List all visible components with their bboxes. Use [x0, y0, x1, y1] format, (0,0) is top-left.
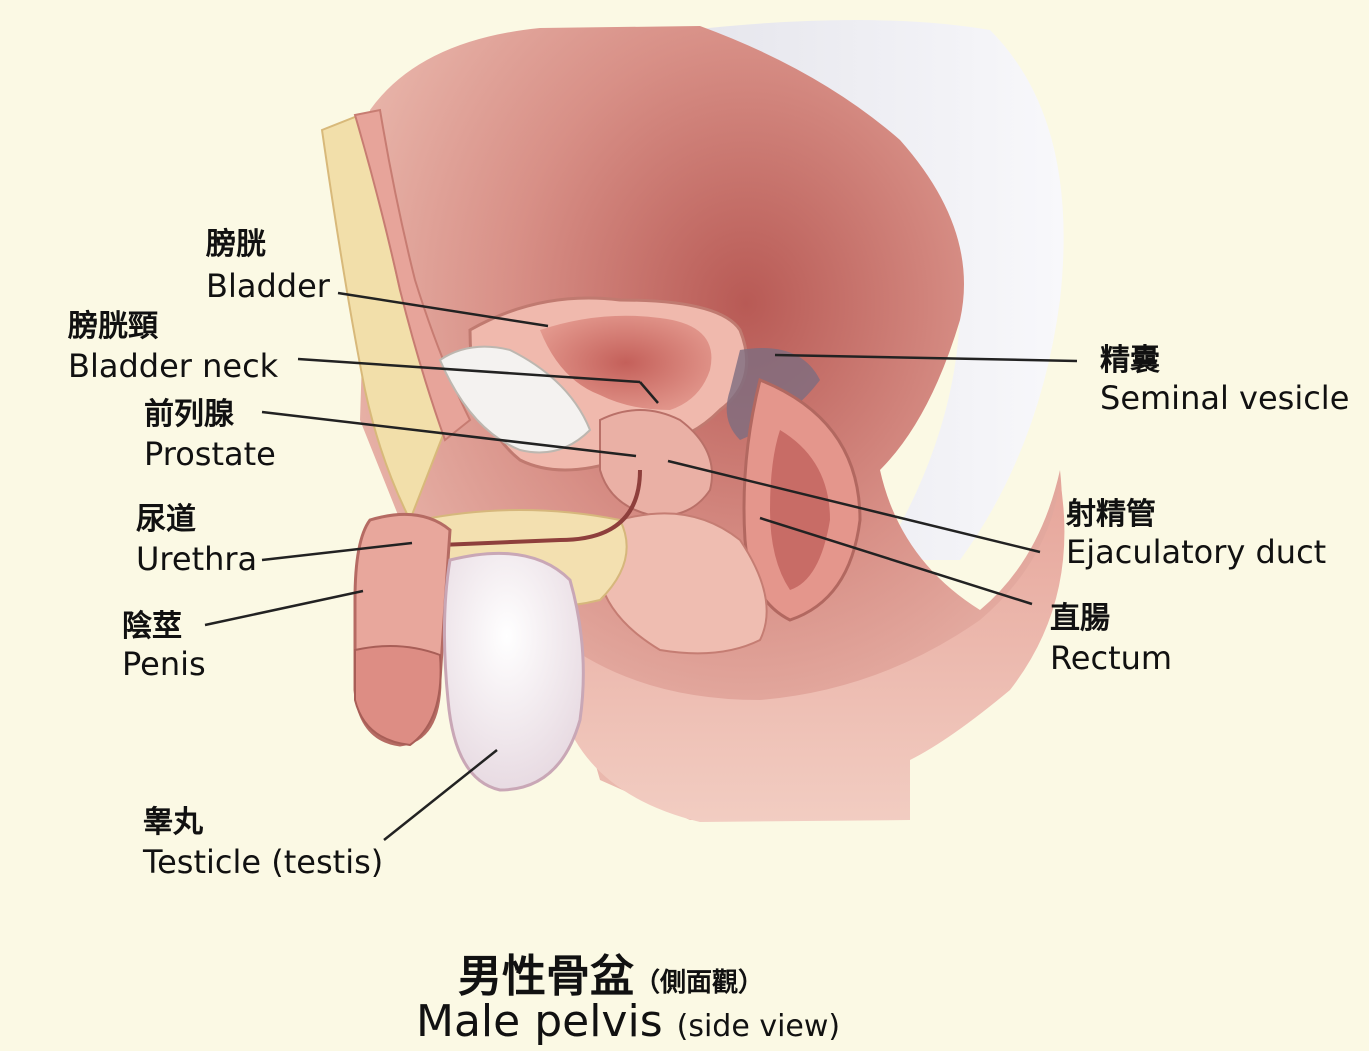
label-ejaculatory-duct-en: Ejaculatory duct — [1066, 536, 1326, 568]
caption-zh-main: 男性骨盆 — [458, 951, 634, 1002]
testis-shape — [444, 553, 583, 790]
caption-zh-sub: （側面觀） — [634, 968, 764, 998]
caption-chinese: 男性骨盆（側面觀） — [458, 940, 764, 1004]
label-seminal-vesicle-zh: 精囊 — [1100, 346, 1160, 376]
pelvis-illustration — [322, 20, 1064, 822]
label-urethra-zh: 尿道 — [136, 505, 196, 535]
label-bladder-zh: 膀胱 — [206, 230, 266, 260]
caption-en-main: Male pelvis — [416, 996, 663, 1047]
label-prostate-en: Prostate — [144, 438, 276, 470]
label-ejaculatory-duct-zh: 射精管 — [1066, 500, 1156, 530]
label-testicle-zh: 睾丸 — [143, 808, 203, 838]
label-penis-zh: 陰莖 — [122, 612, 182, 642]
label-bladder-neck-zh: 膀胱頸 — [68, 312, 158, 342]
label-testicle-en: Testicle (testis) — [143, 846, 383, 878]
caption-english: Male pelvis (side view) — [416, 996, 840, 1047]
label-rectum-zh: 直腸 — [1050, 604, 1110, 634]
label-bladder-en: Bladder — [206, 270, 330, 302]
caption-en-sub: (side view) — [677, 1009, 841, 1044]
label-urethra-en: Urethra — [136, 543, 257, 575]
label-prostate-zh: 前列腺 — [144, 400, 234, 430]
leader-penis — [205, 591, 363, 625]
label-rectum-en: Rectum — [1050, 642, 1172, 674]
leader-testicle — [384, 750, 497, 840]
label-seminal-vesicle-en: Seminal vesicle — [1100, 382, 1349, 414]
label-bladder-neck-en: Bladder neck — [68, 350, 278, 382]
label-penis-en: Penis — [122, 648, 206, 680]
